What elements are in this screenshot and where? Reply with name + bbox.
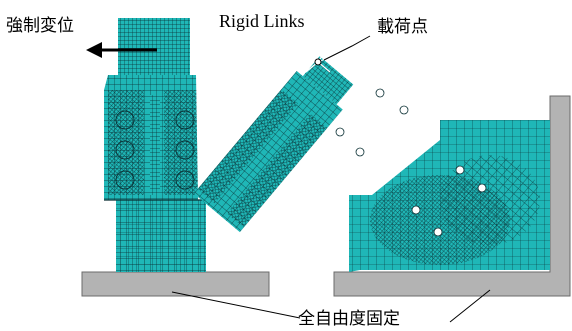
loading-point-label: 載荷点 <box>377 17 428 37</box>
bolt-hole <box>433 227 443 237</box>
loading-point-node <box>314 58 322 66</box>
fully-fixed-label: 全自由度固定 <box>298 309 400 329</box>
bolt-hole <box>411 205 421 215</box>
left-specimen-mesh <box>104 18 206 272</box>
right-fixed-support <box>333 95 571 297</box>
bolt-holes <box>335 88 487 237</box>
bolt-hole <box>375 88 385 98</box>
fixed-support-leader-left <box>171 291 301 319</box>
forced-displacement-label: 強制変位 <box>6 16 74 36</box>
bolt-hole <box>399 105 409 115</box>
bolt-hole <box>355 147 365 157</box>
forced-displacement-arrow <box>86 42 157 58</box>
fixed-support-leader-right <box>449 289 491 323</box>
bolt-hole <box>455 165 465 175</box>
right-specimen-mesh <box>193 56 550 272</box>
rigid-links-label: Rigid Links <box>219 11 305 31</box>
left-fixed-support <box>81 271 270 297</box>
bolt-hole <box>477 183 487 193</box>
bolt-hole <box>335 127 345 137</box>
loading-point-leader <box>323 35 371 61</box>
